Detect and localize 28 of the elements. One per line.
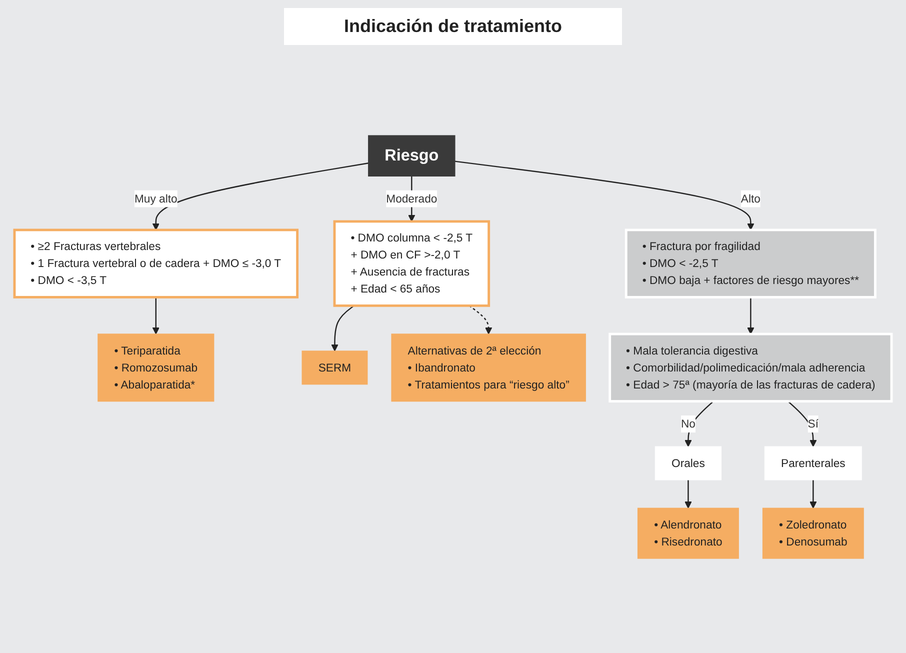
arrow: [152, 162, 369, 230]
arrow: [747, 297, 754, 334]
node-box: SERM: [302, 350, 368, 385]
node-box: • DMO columna < -2,5 T + DMO en CF >-2,0 T + Ausencia de fracturas + Edad < 65 años: [333, 220, 490, 307]
node-box: Parenterales: [764, 446, 862, 480]
edge-label: Moderado: [386, 192, 438, 205]
arrow: [454, 160, 754, 230]
node-box: • ≥2 Fracturas vertebrales • 1 Fractura vertebral o de cadera + DMO ≤ -3,0 T • DMO < -3,5 T: [13, 228, 299, 298]
arrow: [684, 400, 714, 447]
arrow: [788, 400, 817, 447]
node-box: • Teriparatida • Romozosumab • Abaloparatida*: [98, 334, 214, 402]
edge-label: No: [680, 417, 696, 430]
node-box: • Alendronato • Risedronato: [637, 508, 739, 559]
node-box: • Zoledronato • Denosumab: [762, 508, 864, 559]
edge-label: Alto: [740, 192, 760, 205]
node-box: Alternativas de 2ª elección • Ibandronato • Tratamientos para “riesgo alto”: [391, 334, 586, 402]
node-box: Orales: [654, 446, 722, 480]
arrow: [810, 480, 817, 508]
arrow: [152, 297, 160, 334]
title: Indicación de tratamiento: [284, 8, 622, 45]
arrow: [468, 305, 492, 334]
node-box: • Fractura por fragilidad • DMO < -2,5 T • DMO baja + factores de riesgo mayores**: [624, 228, 876, 298]
node-box: Riesgo: [368, 135, 456, 176]
edge-label: Sí: [808, 417, 819, 430]
edge-label: Muy alto: [134, 192, 178, 205]
node-box: • Mala tolerancia digestiva • Comorbilidad/polimedicación/mala adherencia • Edad > 75ª (mayoría de las fracturas de cadera): [608, 332, 893, 402]
arrow: [684, 480, 692, 508]
arrow: [331, 305, 354, 352]
